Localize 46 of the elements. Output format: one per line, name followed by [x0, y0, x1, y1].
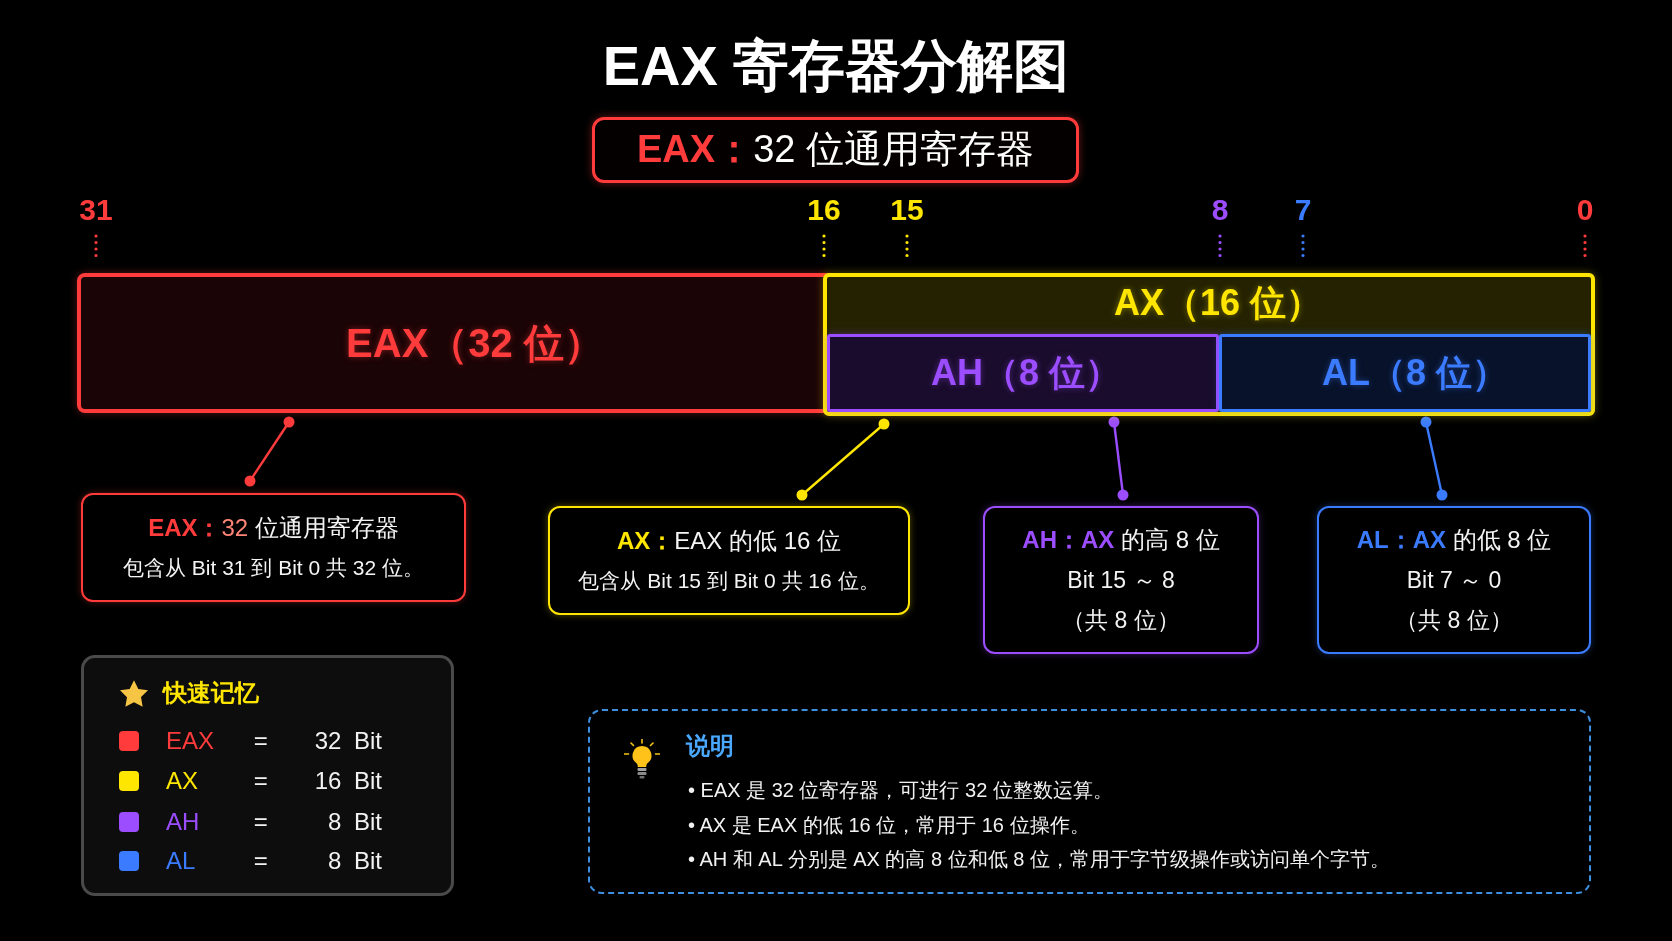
note-text: • EAX 是 32 位寄存器，可进行 32 位整数运算。 [688, 778, 1113, 803]
bit-number: 7 [1294, 193, 1312, 227]
register-label: AX（16 位） [1113, 281, 1323, 325]
legend-text: AH = 8 Bit [166, 807, 383, 837]
diagram-title: EAX 寄存器分解图 [602, 33, 1070, 99]
callout-text: 包含从 Bit 15 到 Bit 0 共 16 位。 [578, 567, 880, 594]
panel-heading: 快速记忆 [163, 678, 259, 708]
bit-number: 16 [807, 193, 841, 227]
subtitle-text: EAX：32 位通用寄存器 [637, 127, 1034, 173]
callout-heading: AX：EAX 的低 16 位 [616, 525, 842, 556]
bit-number: 8 [1211, 193, 1229, 227]
bit-number: 0 [1576, 193, 1594, 227]
notes-panel [588, 709, 1591, 894]
bit-number: 15 [890, 193, 924, 227]
bit-number: 31 [79, 193, 113, 227]
callout-box [548, 506, 910, 615]
callout-text: （共 8 位） [1395, 606, 1513, 635]
callout-text: Bit 7 ～ 0 [1406, 566, 1502, 595]
note-text: • AX 是 EAX 的低 16 位，常用于 16 位操作。 [688, 812, 1090, 838]
register-label: AH（8 位） [931, 351, 1121, 395]
callout-box [1317, 506, 1591, 654]
callout-text: Bit 15 ～ 8 [1067, 566, 1175, 595]
legend-panel [81, 655, 454, 896]
title-box [592, 117, 1079, 183]
callout-heading: EAX：32 位通用寄存器 [148, 512, 399, 543]
callout-heading: AH：AX 的高 8 位 [1022, 525, 1220, 555]
leader-line [244, 416, 295, 487]
leader-line [1108, 416, 1129, 501]
note-text: • AH 和 AL 分别是 AX 的高 8 位和低 8 位，常用于字节级操作或访问单个字节。 [688, 847, 1390, 872]
legend-text: AX = 16 Bit [166, 766, 383, 796]
register-label: AL（8 位） [1322, 351, 1508, 395]
register-label: EAX（32 位） [346, 320, 604, 367]
register-segment [1219, 334, 1591, 412]
leader-line [1420, 416, 1448, 501]
legend-text: EAX = 32 Bit [166, 726, 383, 756]
register-segment [827, 334, 1219, 412]
register-bar [77, 273, 829, 413]
callout-box [983, 506, 1259, 654]
register-bar [823, 273, 1595, 416]
callout-heading: AL：AX 的低 8 位 [1356, 525, 1552, 555]
legend-text: AL = 8 Bit [166, 846, 383, 876]
leader-line [796, 418, 890, 501]
callout-box [81, 493, 466, 602]
callout-text: 包含从 Bit 31 到 Bit 0 共 32 位。 [122, 554, 425, 581]
callout-text: （共 8 位） [1062, 606, 1180, 635]
notes-heading: 说明 [686, 731, 734, 761]
